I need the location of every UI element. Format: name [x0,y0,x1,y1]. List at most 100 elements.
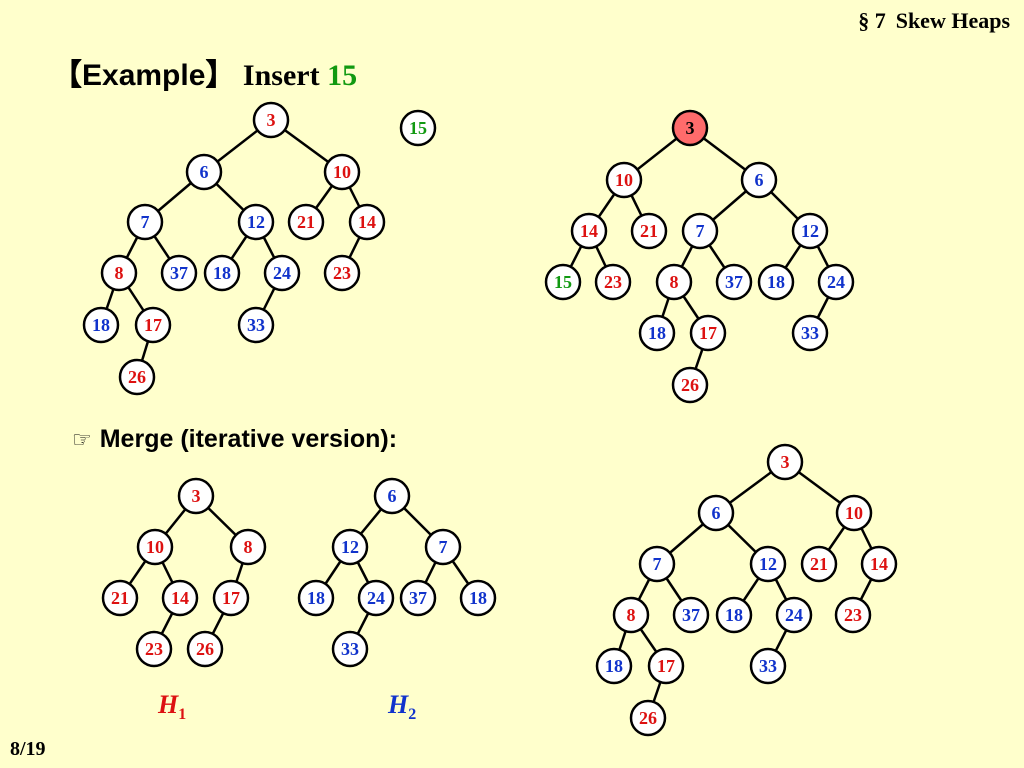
node-value: 18 [213,263,231,283]
section-topic: Skew Heaps [895,8,1010,33]
tree-merged-node: 21 [800,545,838,583]
tree-result-node: 18 [638,314,676,352]
node-value: 7 [141,212,150,232]
node-circle [263,254,301,292]
tree-result-node: 18 [757,263,795,301]
node-value: 3 [267,110,276,130]
node-circle [348,203,386,241]
h1-label: H1 [158,690,186,724]
slide-title: 【Example】 Insert 15 [52,50,357,94]
node-circle [740,161,778,199]
node-circle [212,579,250,617]
tree-merged-node: 26 [629,699,667,737]
node-value: 23 [604,272,622,292]
tree-original-node: 18 [203,254,241,292]
node-circle [185,153,223,191]
node-circle [766,443,804,481]
node-circle [160,254,198,292]
tree-h2-node: 7 [424,528,462,566]
node-circle [570,212,608,250]
tree-merged-node: 23 [834,596,872,634]
tree-result-node: 33 [791,314,829,352]
node-circle [715,263,753,301]
node-value: 21 [810,554,828,574]
node-circle [595,647,633,685]
tree-inserted-node: 15 [399,109,437,147]
node-value: 14 [580,221,598,241]
node-circle [834,596,872,634]
node-circle [671,366,709,404]
tree-original-node: 17 [134,306,172,344]
node-circle [136,528,174,566]
node-circle [357,579,395,617]
tree-h2-node: 24 [357,579,395,617]
tree-result-node: 17 [689,314,727,352]
tree-original-node: 24 [263,254,301,292]
tree-original-node: 14 [348,203,386,241]
node-circle [605,161,643,199]
node-value: 24 [367,588,385,608]
title-action: Insert [242,59,320,92]
node-value: 18 [92,315,110,335]
node-value: 3 [192,486,201,506]
node-value: 24 [785,605,803,625]
node-value: 26 [196,639,214,659]
tree-h2-node: 12 [331,528,369,566]
node-value: 3 [686,118,695,138]
tree-result-node: 6 [740,161,778,199]
node-value: 7 [439,537,448,557]
node-circle [237,306,275,344]
tree-h2-node: 18 [459,579,497,617]
node-circle [671,109,709,147]
node-value: 21 [640,221,658,241]
node-value: 12 [341,537,359,557]
node-circle [323,153,361,191]
node-value: 23 [145,639,163,659]
node-circle [638,545,676,583]
tree-merged-node: 8 [612,596,650,634]
node-circle [630,212,668,250]
edge-layer [99,118,881,719]
tree-original-node: 8 [100,254,138,292]
node-value: 18 [605,656,623,676]
tree-merged-node: 37 [672,596,710,634]
node-value: 8 [627,605,636,625]
node-value: 24 [273,263,291,283]
tree-original-node: 21 [287,203,325,241]
node-circle [775,596,813,634]
tree-h1-node: 14 [161,579,199,617]
node-value: 10 [615,170,633,190]
tree-merged-node: 10 [835,494,873,532]
node-value: 33 [801,323,819,343]
node-circle [100,254,138,292]
node-value: 17 [657,656,675,676]
node-value: 15 [554,272,572,292]
node-circle [459,579,497,617]
node-circle [800,545,838,583]
bullet-point: ☞Merge (iterative version): [72,425,397,454]
tree-original-node: 23 [323,254,361,292]
node-value: 18 [725,605,743,625]
node-circle [177,477,215,515]
node-value: 37 [170,263,188,283]
node-circle [331,630,369,668]
h1-subscript: 1 [178,706,187,724]
tree-result-node: 3 [671,109,709,147]
node-circle [817,263,855,301]
tree-original-node: 7 [126,203,164,241]
tree-original-node: 18 [82,306,120,344]
node-value: 7 [696,221,705,241]
tree-result-node: 8 [655,263,693,301]
tree-h1-node: 21 [101,579,139,617]
node-circle [101,579,139,617]
node-value: 12 [759,554,777,574]
tree-result-node: 10 [605,161,643,199]
tree-original-node: 26 [118,358,156,396]
title-bracket-close: 】 [205,59,236,92]
node-circle [715,596,753,634]
node-value: 6 [200,162,209,182]
tree-result-node: 37 [715,263,753,301]
node-value: 37 [409,588,427,608]
node-circle [126,203,164,241]
